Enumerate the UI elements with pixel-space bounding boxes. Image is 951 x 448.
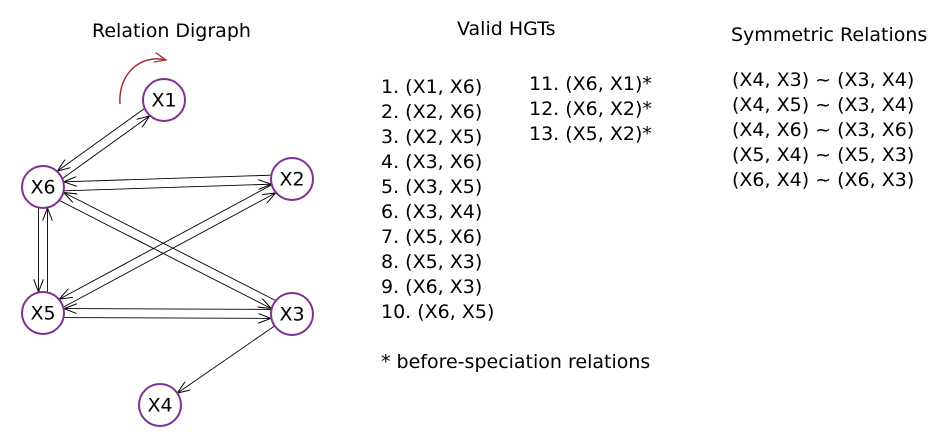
- hgt-item-1: 1. (X1, X6): [381, 76, 483, 98]
- node-x5: X5: [21, 291, 65, 335]
- hgt-item-starred-2: 12. (X6, X2)*: [529, 98, 652, 120]
- symmetric-relation-1: (X4, X3) ~ (X3, X4): [732, 69, 915, 91]
- node-label: X5: [30, 303, 55, 325]
- edge-x6-x2: [64, 184, 271, 192]
- symmetric-relations-list: (X4, X3) ~ (X3, X4) (X4, X5) ~ (X3, X4) (X…: [732, 68, 914, 193]
- node-circle: [21, 291, 65, 335]
- edge-x6-x3: [59, 200, 272, 309]
- edge-x6-x1: [62, 116, 150, 179]
- hgt-item-4: 4. (X3, X6): [381, 151, 483, 173]
- symmetric-relation-4: (X5, X4) ~ (X5, X3): [732, 144, 915, 166]
- edge-x5-x3: [63, 318, 271, 319]
- node-x2: X2: [270, 157, 314, 201]
- edge-x2-x5: [59, 184, 272, 299]
- node-label: X1: [151, 90, 176, 112]
- hgt-item-5: 5. (X3, X5): [381, 176, 483, 198]
- node-circle: [142, 78, 186, 122]
- edge-x1-x6: [57, 108, 145, 172]
- node-x3: X3: [270, 292, 314, 336]
- hgt-item-3: 3. (X2, X5): [381, 126, 483, 148]
- self-loop-x1: [119, 59, 166, 105]
- edge-x5-x2: [63, 193, 276, 308]
- edge-x2-x6: [64, 174, 271, 182]
- node-label: X2: [279, 169, 304, 191]
- hgt-list-secondary: 11. (X6, X1)* 12. (X6, X2)* 13. (X5, X2)*: [529, 72, 652, 147]
- hgt-item-6: 6. (X3, X4): [381, 201, 483, 223]
- node-circle: [21, 165, 65, 209]
- edge-x3-x6: [64, 193, 276, 301]
- edge-x3-x4: [177, 325, 275, 393]
- node-x6: X6: [21, 165, 65, 209]
- footnote: * before-speciation relations: [381, 351, 651, 373]
- hgt-list-primary: 1. (X1, X6) 2. (X2, X6) 3. (X2, X5) 4. (X3,…: [381, 75, 494, 325]
- hgt-item-starred-3: 13. (X5, X2)*: [529, 123, 652, 145]
- symmetric-relations-title: Symmetric Relations: [731, 24, 928, 46]
- hgt-item-9: 9. (X6, X3): [381, 276, 483, 298]
- node-x4: X4: [138, 383, 182, 427]
- hgt-item-2: 2. (X2, X6): [381, 101, 483, 123]
- hgt-title: Valid HGTs: [457, 18, 556, 40]
- hgt-item-starred-1: 11. (X6, X1)*: [529, 73, 652, 95]
- hgt-item-10: 10. (X6, X5): [381, 301, 495, 323]
- symmetric-relation-2: (X4, X5) ~ (X3, X4): [732, 94, 915, 116]
- edge-x3-x5: [64, 309, 272, 310]
- symmetric-relation-3: (X4, X6) ~ (X3, X6): [732, 119, 915, 141]
- node-label: X3: [279, 304, 304, 326]
- node-x1: X1: [142, 78, 186, 122]
- hgt-item-7: 7. (X5, X6): [381, 226, 483, 248]
- node-label: X4: [147, 395, 172, 417]
- edges-layer: [39, 108, 276, 394]
- symmetric-relation-5: (X6, X4) ~ (X6, X3): [732, 169, 915, 191]
- node-circle: [270, 292, 314, 336]
- node-label: X6: [30, 177, 55, 199]
- digraph-title: Relation Digraph: [92, 20, 251, 42]
- node-circle: [138, 383, 182, 427]
- node-circle: [270, 157, 314, 201]
- hgt-item-8: 8. (X5, X3): [381, 251, 483, 273]
